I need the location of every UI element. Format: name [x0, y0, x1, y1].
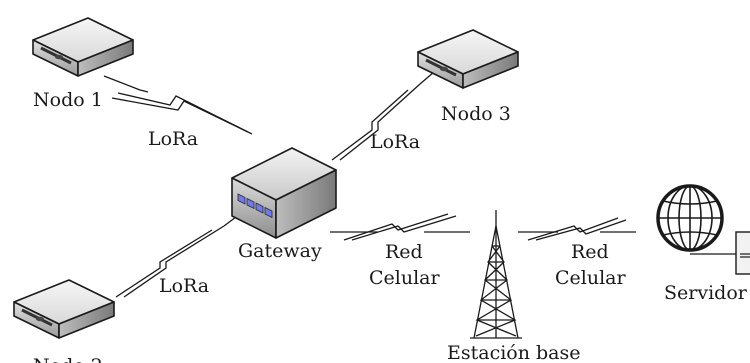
globe-icon [656, 184, 724, 252]
gateway-label: Gateway [238, 240, 322, 262]
node1-label: Nodo 1 [33, 89, 103, 111]
gateway-led-icon [237, 193, 273, 219]
link-node1-label: LoRa [148, 128, 198, 150]
gateway-device-icon [231, 147, 337, 239]
link-gateway-label-line2: Celular [369, 267, 440, 289]
link-node3-label: LoRa [370, 131, 420, 153]
node2-device-icon [12, 278, 116, 340]
link-node3-gateway [331, 71, 435, 161]
node3-label: Nodo 3 [441, 103, 511, 125]
base-station-label: Estación base [447, 342, 581, 363]
link-node1-gateway [103, 75, 253, 135]
link-node2-label: LoRa [159, 275, 209, 297]
node1-device-icon [31, 16, 135, 78]
link-gateway-label-line1: Red [385, 241, 423, 263]
link-tower-server [518, 217, 636, 241]
node2-label: Nodo 2 [33, 355, 103, 363]
server-label: Servidor [664, 282, 748, 304]
link-gateway-tower [330, 213, 470, 241]
link-server-label-line2: Celular [555, 267, 626, 289]
server-box-icon [735, 231, 750, 275]
link-server-label-line1: Red [571, 241, 609, 263]
cell-tower-icon [470, 210, 522, 339]
node3-device-icon [416, 28, 520, 90]
